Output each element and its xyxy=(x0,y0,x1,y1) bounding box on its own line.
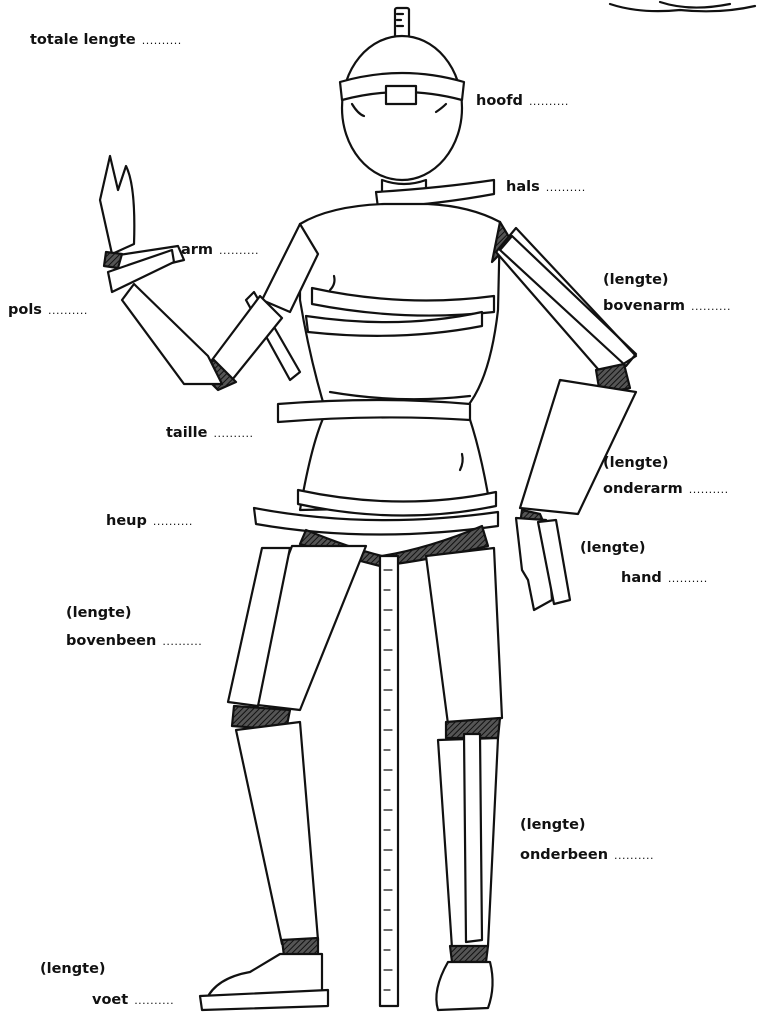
label-waist: taille.......... xyxy=(166,424,253,443)
label-hand-prefix-line: (lengte) xyxy=(580,539,646,557)
label-total-length-blank: .......... xyxy=(142,34,182,47)
corner-drawing xyxy=(610,2,755,11)
label-head: hoofd.......... xyxy=(476,92,569,111)
label-arm-blank: .......... xyxy=(219,244,259,257)
label-upper-leg: (lengte) bovenbeen.......... xyxy=(66,599,202,656)
label-waist-blank: .......... xyxy=(213,427,253,440)
label-lower-leg-text: onderbeen xyxy=(520,847,608,863)
label-wrist-blank: .......... xyxy=(48,304,88,317)
label-lower-leg-blank: .......... xyxy=(614,849,654,862)
label-upper-leg-prefix: (lengte) xyxy=(66,599,202,627)
label-waist-text: taille xyxy=(166,425,207,441)
label-foot: voet.......... xyxy=(92,991,174,1010)
label-lower-leg: (lengte) onderbeen.......... xyxy=(520,810,654,871)
label-arm: arm.......... xyxy=(181,241,259,260)
label-upper-arm: (lengte) bovenarm.......... xyxy=(603,267,731,320)
label-upper-arm-prefix: (lengte) xyxy=(603,267,731,293)
left-arm xyxy=(100,156,318,390)
label-head-blank: .......... xyxy=(529,95,569,108)
label-foot-blank: .......... xyxy=(134,994,174,1007)
label-hand-blank: .......... xyxy=(668,572,708,585)
label-foot-prefix-line: (lengte) xyxy=(40,960,106,978)
label-hand-text: hand xyxy=(621,570,662,586)
label-hip-text: heup xyxy=(106,513,147,529)
left-leg xyxy=(200,546,366,1010)
label-upper-arm-text: bovenarm xyxy=(603,298,685,314)
label-upper-arm-blank: .......... xyxy=(691,300,731,313)
label-hand: hand.......... xyxy=(621,569,708,588)
label-arm-text: arm xyxy=(181,242,213,258)
label-upper-leg-text: bovenbeen xyxy=(66,633,156,649)
label-neck-blank: .......... xyxy=(546,181,586,194)
label-hand-prefix: (lengte) xyxy=(580,540,646,556)
label-wrist: pols.......... xyxy=(8,301,88,320)
label-forearm: (lengte) onderarm.......... xyxy=(603,450,729,503)
label-neck: hals.......... xyxy=(506,178,586,197)
right-leg xyxy=(426,548,502,1010)
label-lower-leg-prefix: (lengte) xyxy=(520,810,654,840)
label-total-length-text: totale lengte xyxy=(30,32,136,48)
label-forearm-blank: .......... xyxy=(689,483,729,496)
measuring-pole xyxy=(380,556,398,1006)
head xyxy=(340,8,464,180)
label-foot-text: voet xyxy=(92,992,128,1008)
label-upper-leg-blank: .......... xyxy=(162,635,202,648)
label-hip: heup.......... xyxy=(106,512,193,531)
label-forearm-prefix: (lengte) xyxy=(603,450,729,476)
label-head-text: hoofd xyxy=(476,93,523,109)
label-hip-blank: .......... xyxy=(153,515,193,528)
label-neck-text: hals xyxy=(506,179,540,195)
label-foot-prefix: (lengte) xyxy=(40,961,106,977)
label-total-length: totale lengte.......... xyxy=(30,31,182,50)
label-forearm-text: onderarm xyxy=(603,481,683,497)
label-wrist-text: pols xyxy=(8,302,42,318)
